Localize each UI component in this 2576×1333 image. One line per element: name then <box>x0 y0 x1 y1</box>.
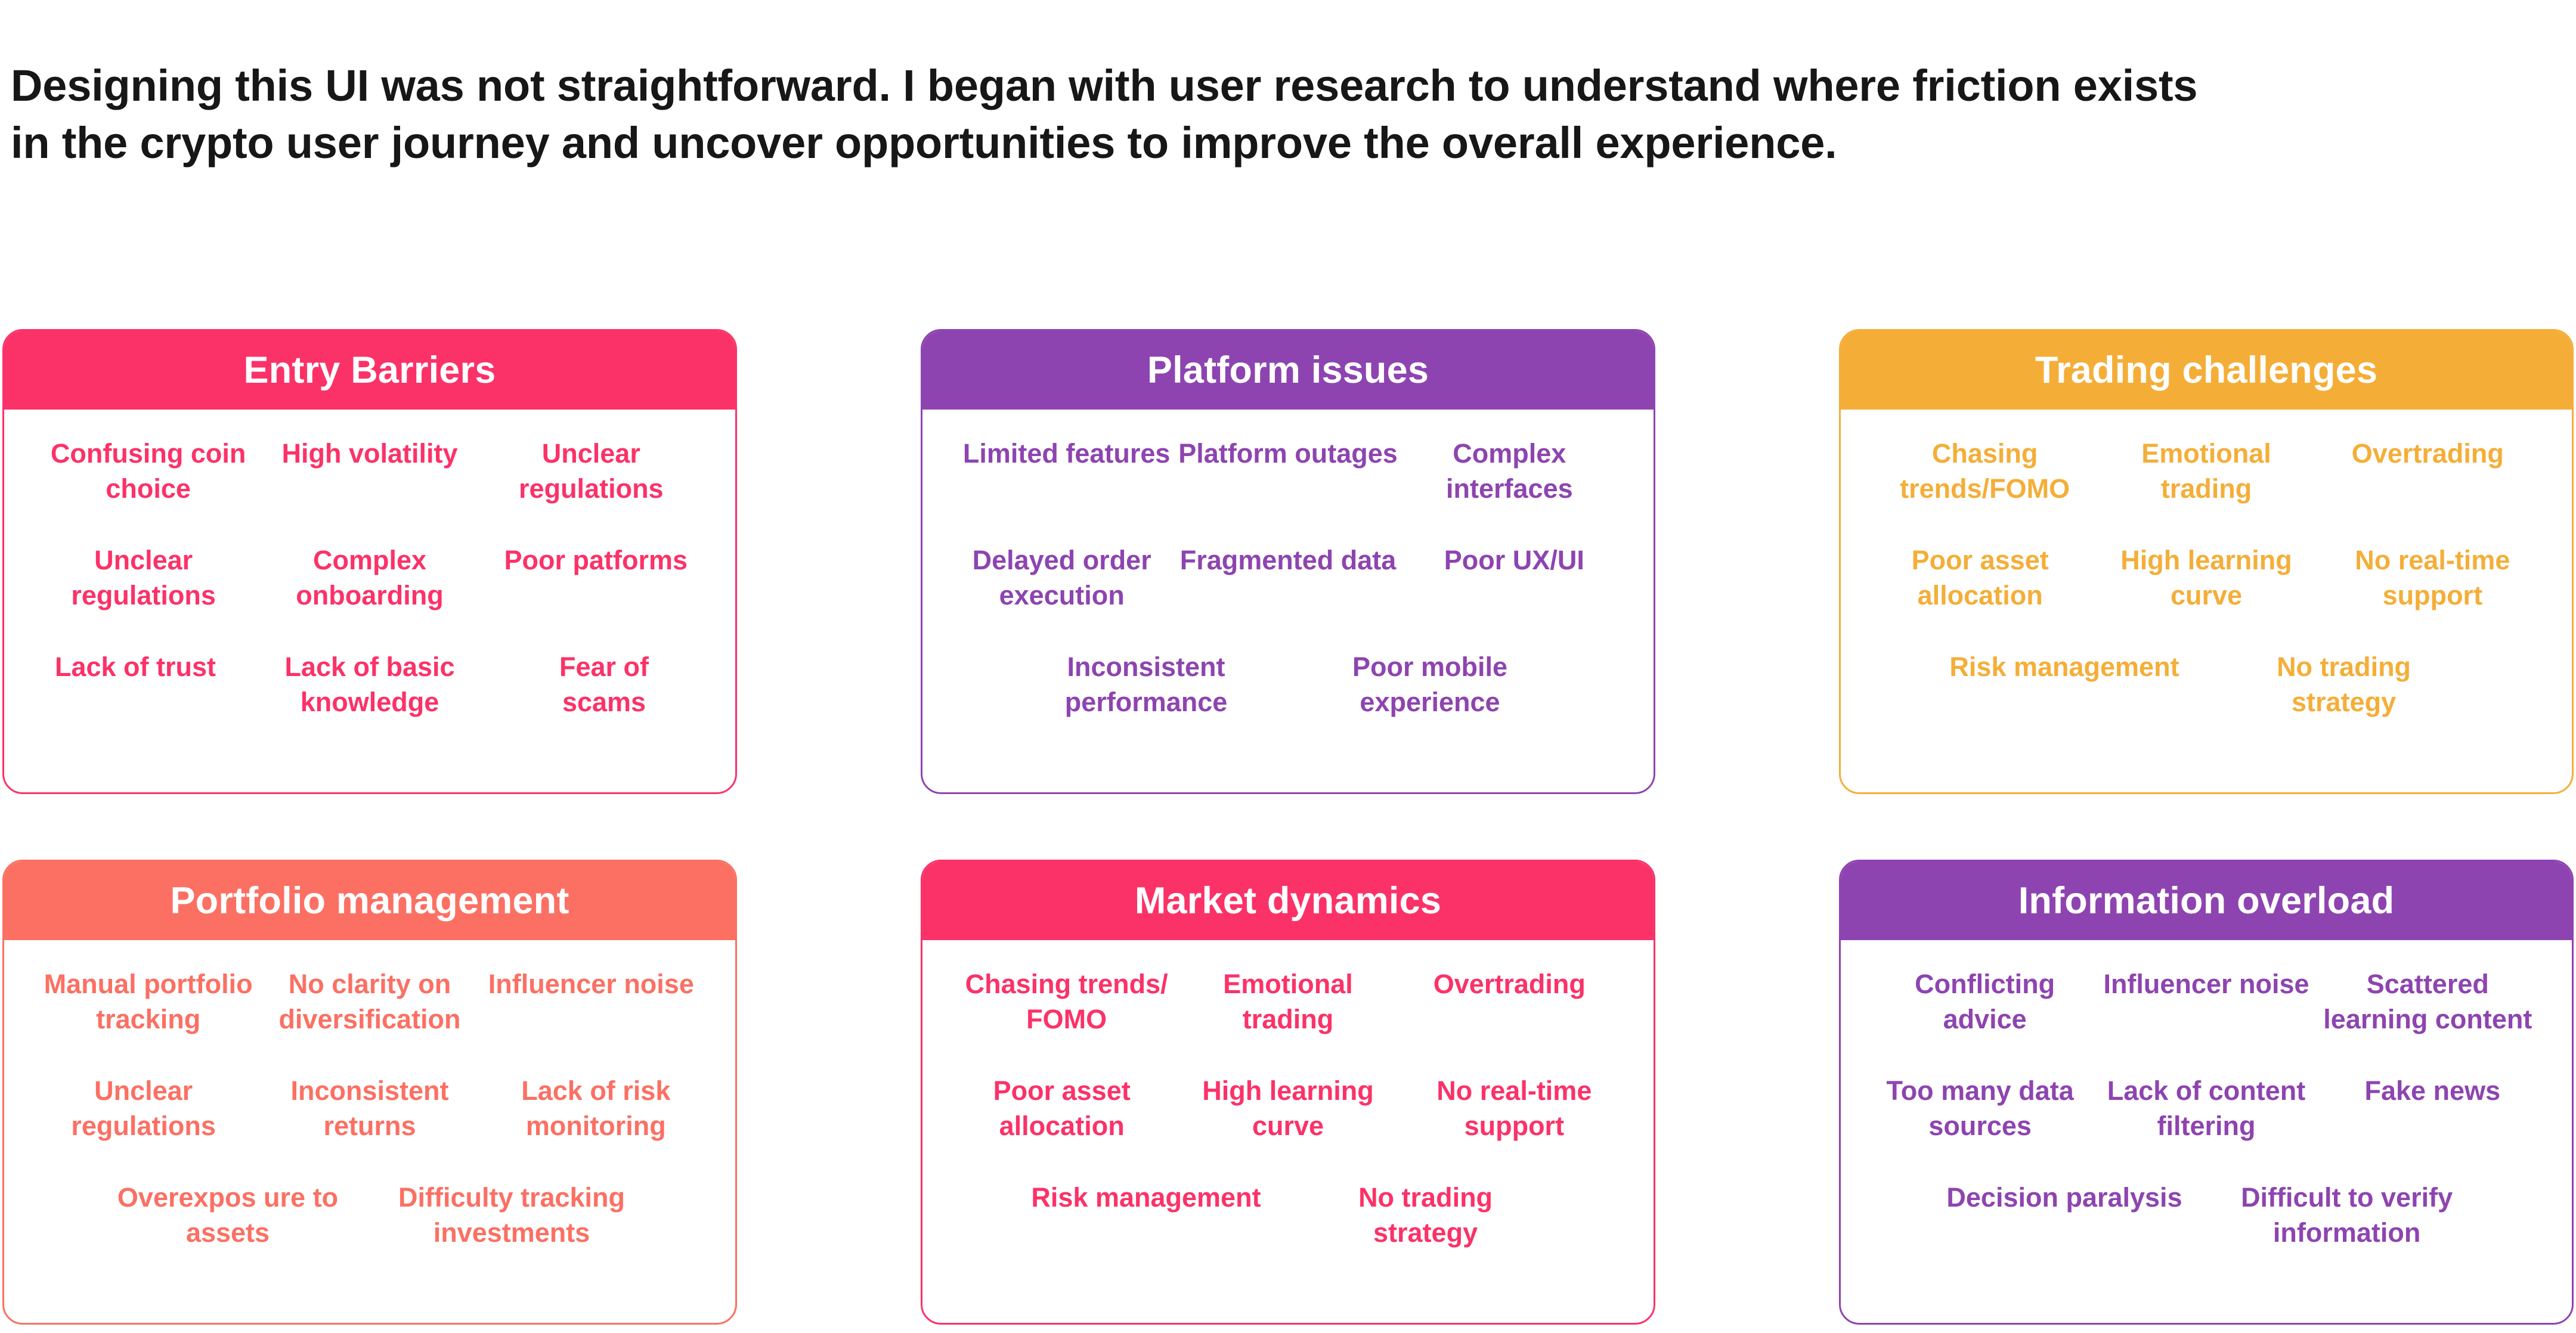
chip-item: Fear of scams <box>559 651 649 717</box>
card-portfolio-management: Portfolio management Manual portfolio tr… <box>2 860 737 1325</box>
chip-row: Limited features Platform outages Comple… <box>940 436 1636 507</box>
chip-item: No real-time support <box>2355 544 2510 611</box>
chip-item: Poor asset allocation <box>993 1075 1131 1142</box>
chip-item: Complex interfaces <box>1446 438 1573 504</box>
chip-item: Delayed order execution <box>972 544 1151 611</box>
chip-item: No real-time support <box>1436 1075 1592 1142</box>
chip-item: Confusing coin choice <box>50 438 246 504</box>
chip-item: High volatility <box>281 438 458 469</box>
card-body: Manual portfolio tracking No clarity on … <box>4 940 735 1323</box>
chip-row: Decision paralysis Difficult to verify i… <box>1859 1180 2554 1251</box>
card-body: Confusing coin choice High volatility Un… <box>4 410 735 792</box>
card-title: Entry Barriers <box>243 349 496 391</box>
card-title: Platform issues <box>1147 349 1429 391</box>
chip-row: Confusing coin choice High volatility Un… <box>22 436 717 507</box>
card-header-trading-challenges: Trading challenges <box>1841 331 2572 410</box>
chip-item: Complex onboarding <box>296 544 444 611</box>
card-trading-challenges: Trading challenges Chasing trends/FOMO E… <box>1839 329 2574 794</box>
chip-item: No trading strategy <box>1358 1182 1493 1248</box>
chip-item: Chasing trends/ FOMO <box>965 969 1168 1035</box>
card-market-dynamics: Market dynamics Chasing trends/ FOMO Emo… <box>921 860 1655 1325</box>
chip-row: Poor asset allocation High learning curv… <box>1859 542 2554 613</box>
chip-row: Too many data sources Lack of content fi… <box>1859 1073 2554 1144</box>
intro-line-1: Designing this UI was not straightforwar… <box>11 61 2198 110</box>
card-platform-issues: Platform issues Limited features Platfor… <box>921 329 1655 794</box>
chip-item: Poor mobile experience <box>1352 651 1508 717</box>
chip-item: No trading strategy <box>2277 651 2411 717</box>
chip-item: Lack of content filtering <box>2107 1075 2306 1142</box>
pain-point-card-grid: Entry Barriers Confusing coin choice Hig… <box>0 329 2576 1325</box>
chip-row: Unclear regulations Complex onboarding P… <box>22 542 717 613</box>
chip-item: Too many data sources <box>1886 1075 2074 1142</box>
card-title: Portfolio management <box>170 879 569 922</box>
chip-item: High learning curve <box>1202 1075 1374 1142</box>
card-header-platform-issues: Platform issues <box>922 331 1654 410</box>
chip-item: Chasing trends/FOMO <box>1900 438 2070 504</box>
chip-row: Overexpos ure to assets Difficulty track… <box>22 1180 717 1251</box>
card-header-information-overload: Information overload <box>1841 861 2572 940</box>
card-title: Market dynamics <box>1134 879 1442 922</box>
chip-item: Platform outages <box>1178 438 1398 469</box>
chip-row: Delayed order execution Fragmented data … <box>940 542 1636 613</box>
chip-item: Decision paralysis <box>1946 1182 2182 1213</box>
chip-item: Influencer noise <box>2103 969 2309 999</box>
chip-item: Difficult to verify information <box>2241 1182 2453 1248</box>
chip-item: Emotional trading <box>1223 969 1353 1035</box>
chip-item: Emotional trading <box>2141 438 2271 504</box>
chip-item: Inconsistent returns <box>290 1075 449 1142</box>
chip-row: Risk management No trading strategy <box>1859 649 2554 720</box>
chip-item: Lack of risk monitoring <box>521 1075 671 1142</box>
chip-item: Risk management <box>1031 1182 1261 1213</box>
card-body: Limited features Platform outages Comple… <box>922 410 1654 792</box>
chip-item: Poor UX/UI <box>1444 544 1584 575</box>
card-header-portfolio-management: Portfolio management <box>4 861 735 940</box>
page-intro-text: Designing this UI was not straightforwar… <box>11 57 2569 172</box>
chip-item: Unclear regulations <box>519 438 664 504</box>
chip-item: Fragmented data <box>1179 544 1397 575</box>
chip-row: Chasing trends/FOMO Emotional trading Ov… <box>1859 436 2554 507</box>
card-body: Conflicting advice Influencer noise Scat… <box>1841 940 2572 1323</box>
chip-item: No clarity on diversification <box>278 969 461 1035</box>
card-header-entry-barriers: Entry Barriers <box>4 331 735 410</box>
chip-row: Unclear regulations Inconsistent returns… <box>22 1073 717 1144</box>
card-title: Information overload <box>2018 879 2395 922</box>
chip-row: Lack of trust Lack of basic knowledge Fe… <box>22 649 717 720</box>
card-title: Trading challenges <box>2035 349 2378 391</box>
chip-item: Manual portfolio tracking <box>44 969 253 1035</box>
chip-item: Lack of basic knowledge <box>284 651 455 717</box>
chip-row: Risk management No trading strategy <box>940 1180 1636 1251</box>
chip-item: Difficulty tracking investments <box>398 1182 626 1248</box>
intro-line-2: in the crypto user journey and uncover o… <box>11 118 1837 168</box>
card-header-market-dynamics: Market dynamics <box>922 861 1654 940</box>
chip-item: Inconsistent performance <box>1064 651 1228 717</box>
chip-item: Fake news <box>2364 1075 2501 1106</box>
chip-item: Overtrading <box>1433 969 1586 999</box>
chip-item: Unclear regulations <box>71 544 216 611</box>
chip-item: Scattered learning content <box>2323 969 2532 1035</box>
chip-row: Poor asset allocation High learning curv… <box>940 1073 1636 1144</box>
chip-item: Influencer noise <box>488 969 694 999</box>
chip-row: Conflicting advice Influencer noise Scat… <box>1859 966 2554 1037</box>
card-body: Chasing trends/ FOMO Emotional trading O… <box>922 940 1654 1323</box>
chip-item: Overtrading <box>2351 438 2504 469</box>
chip-item: Limited features <box>962 438 1171 469</box>
card-entry-barriers: Entry Barriers Confusing coin choice Hig… <box>2 329 737 794</box>
chip-item: High learning curve <box>2120 544 2292 611</box>
chip-item: Overexpos ure to assets <box>117 1182 339 1248</box>
chip-row: Chasing trends/ FOMO Emotional trading O… <box>940 966 1636 1037</box>
chip-row: Manual portfolio tracking No clarity on … <box>22 966 717 1037</box>
card-body: Chasing trends/FOMO Emotional trading Ov… <box>1841 410 2572 792</box>
chip-item: Conflicting advice <box>1915 969 2055 1035</box>
chip-row: Inconsistent performance Poor mobile exp… <box>940 649 1636 720</box>
chip-item: Lack of trust <box>54 651 216 682</box>
chip-item: Poor asset allocation <box>1911 544 2049 611</box>
chip-item: Poor patforms <box>504 544 688 575</box>
chip-item: Unclear regulations <box>71 1075 216 1142</box>
card-information-overload: Information overload Conflicting advice … <box>1839 860 2574 1325</box>
chip-item: Risk management <box>1949 651 2179 682</box>
